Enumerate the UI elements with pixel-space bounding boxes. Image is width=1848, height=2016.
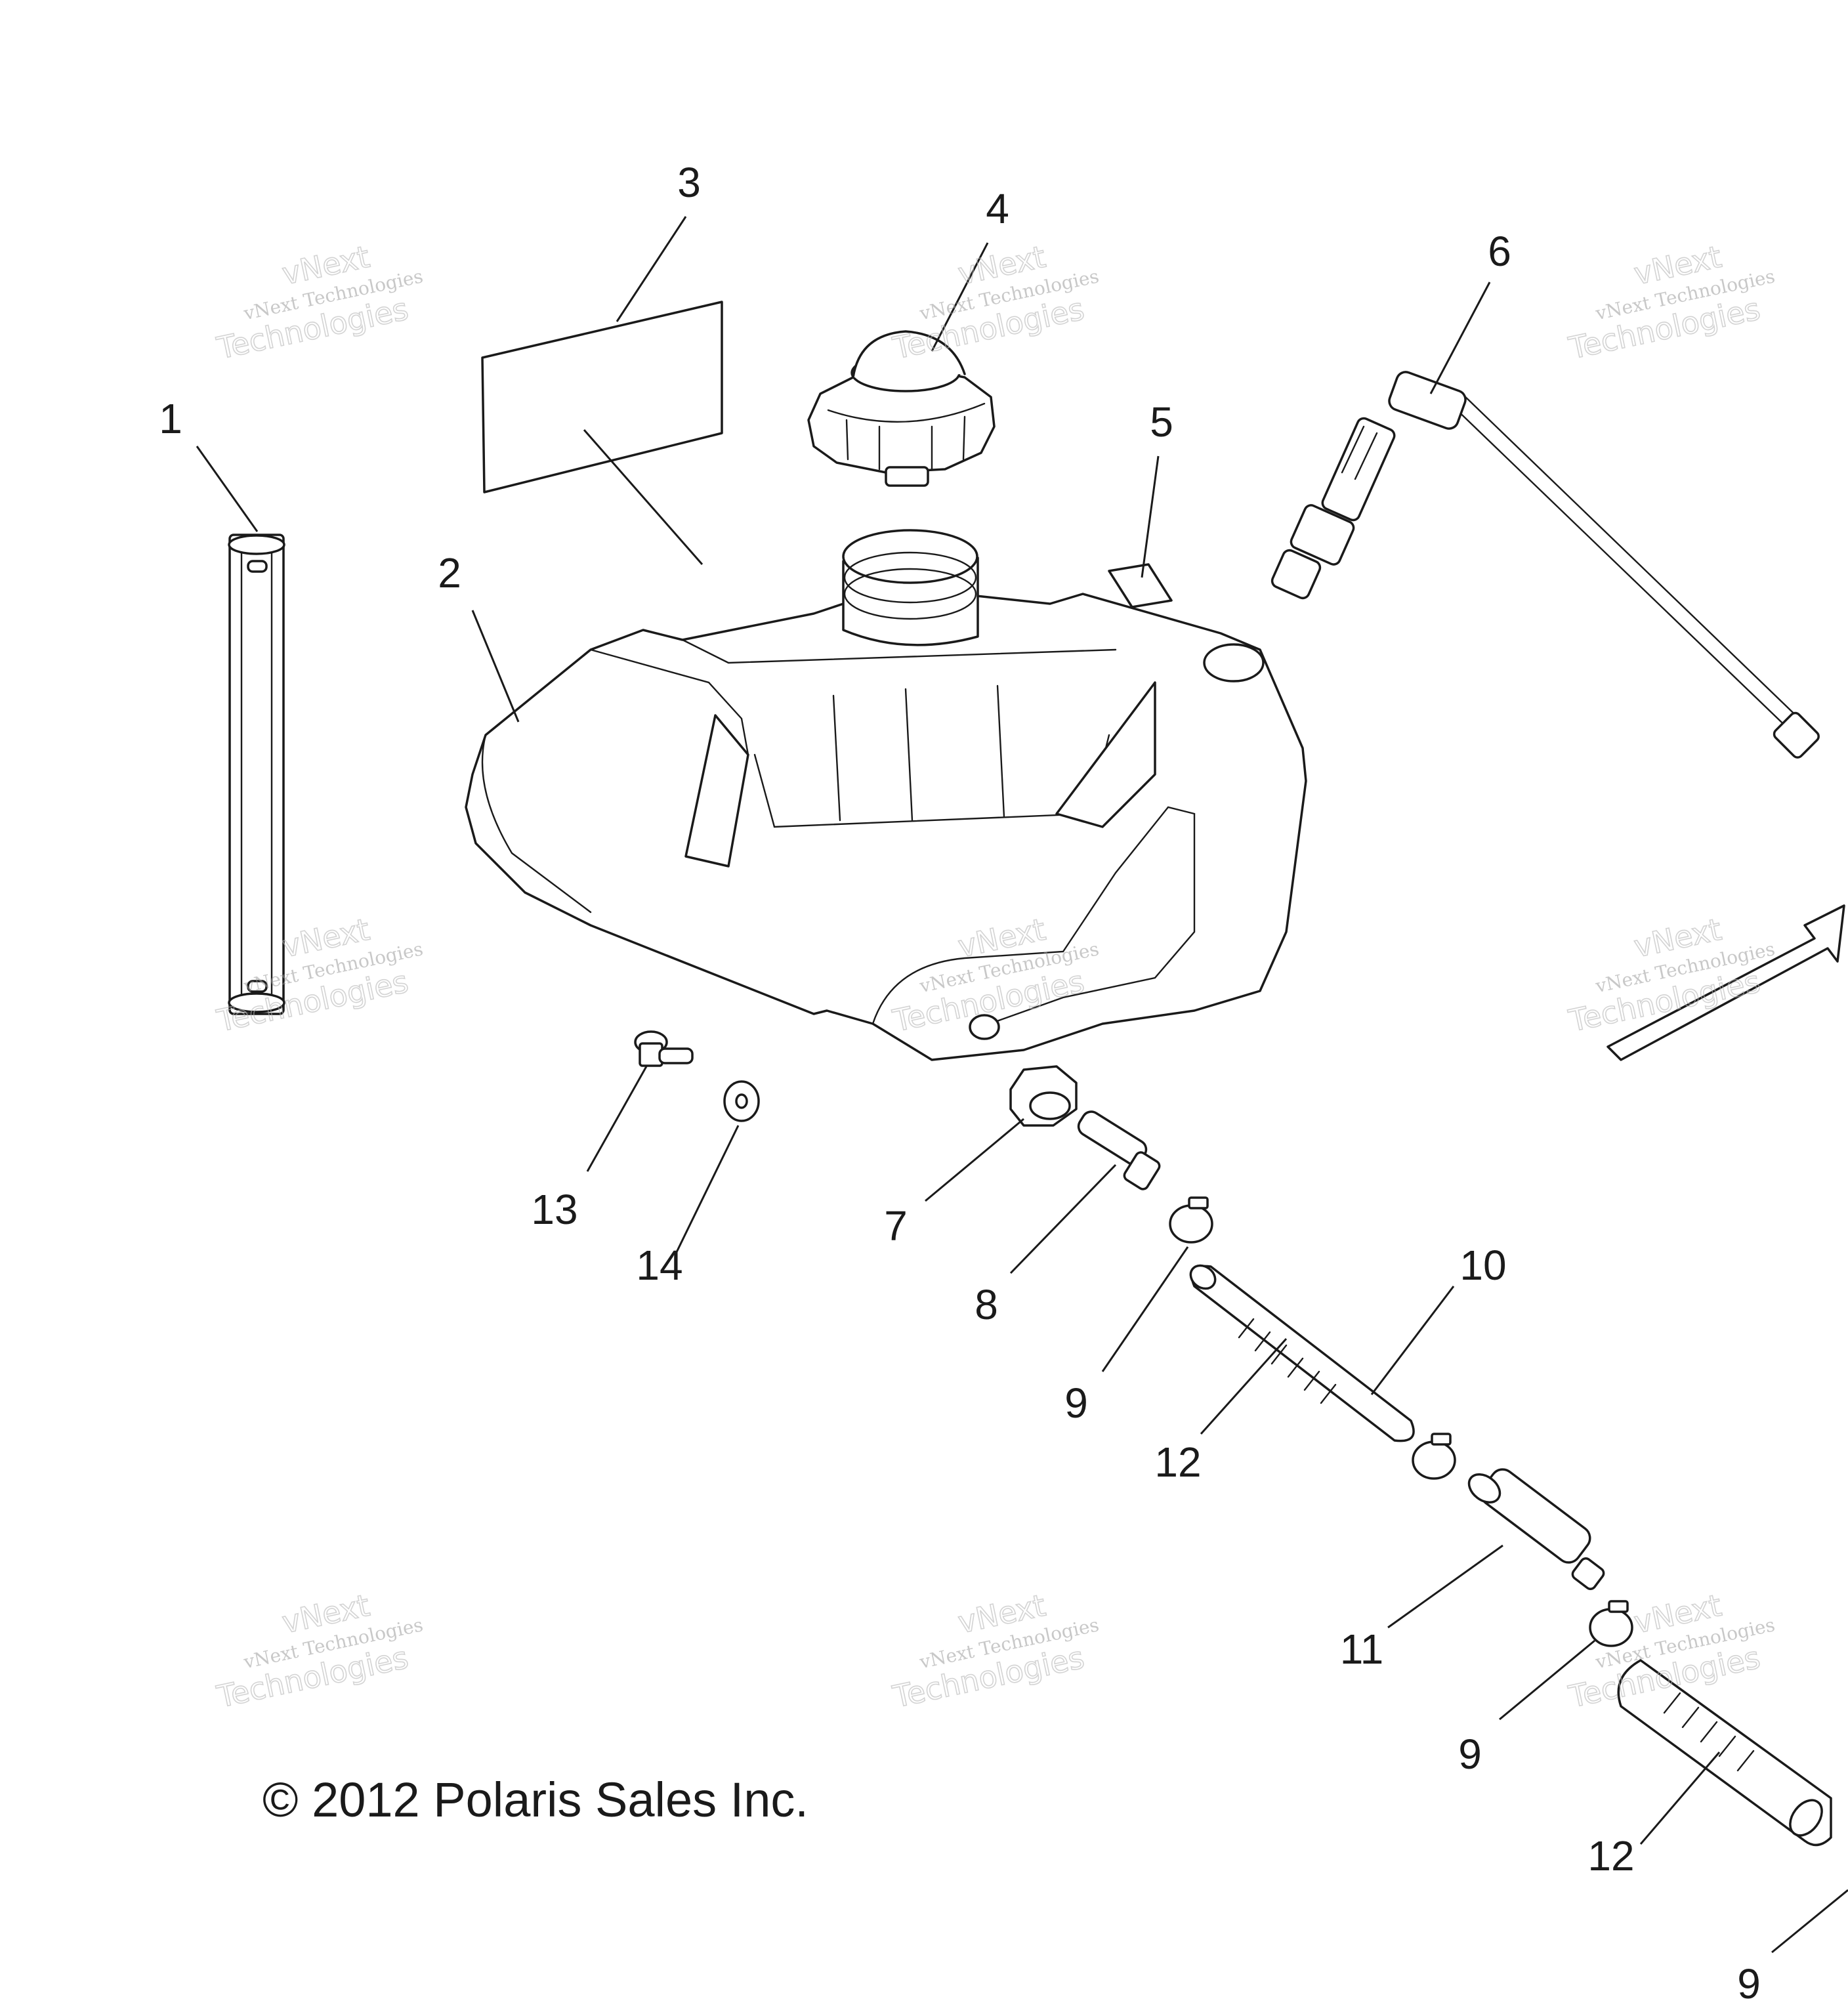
- part-6-fuel-gauge-sender: [1270, 371, 1820, 759]
- part-9-clamp-c: [1589, 1600, 1633, 1647]
- part-4-fuel-cap: [807, 330, 996, 487]
- front-direction-arrow-icon: [1606, 904, 1845, 1061]
- part-10-fuel-line: [1189, 1264, 1415, 1442]
- part-12-spiral-wrap-b: [1663, 1692, 1755, 1772]
- part-8-fitting: [1077, 1110, 1161, 1190]
- part-1-tank-strap: [228, 534, 285, 1015]
- callout-9: 9: [1458, 1731, 1482, 1778]
- callout-9: 9: [1737, 1960, 1761, 2007]
- callout-2: 2: [438, 549, 461, 597]
- callout-14: 14: [636, 1242, 682, 1289]
- part-9-clamp-a: [1169, 1196, 1213, 1244]
- callout-1: 1: [159, 395, 182, 442]
- part-9-clamp-b: [1412, 1433, 1456, 1480]
- callout-13: 13: [531, 1186, 578, 1233]
- part-2-fuel-tank: [465, 529, 1307, 1061]
- part-11-inline-filter: [1467, 1468, 1605, 1590]
- callout-3: 3: [677, 159, 701, 206]
- callout-7: 7: [884, 1202, 908, 1250]
- part-5-small-decal: [1108, 563, 1173, 608]
- callout-6: 6: [1488, 228, 1511, 275]
- callout-12: 12: [1587, 1832, 1634, 1880]
- callout-4: 4: [986, 185, 1009, 232]
- part-13-bolt: [634, 1030, 694, 1067]
- part-7-grommet: [1009, 1065, 1078, 1127]
- callout-12: 12: [1154, 1438, 1201, 1486]
- callout-11: 11: [1340, 1626, 1383, 1673]
- callout-9: 9: [1064, 1379, 1088, 1427]
- part-10-fuel-line-lower: [1617, 1659, 1832, 1847]
- callout-10: 10: [1460, 1242, 1506, 1289]
- part-14-washer: [723, 1080, 760, 1122]
- callout-5: 5: [1150, 398, 1173, 446]
- callout-8: 8: [975, 1281, 998, 1328]
- part-12-spiral-wrap-a: [1238, 1318, 1337, 1404]
- copyright-text: © 2012 Polaris Sales Inc.: [262, 1773, 808, 1827]
- part-3-decal: [481, 301, 723, 494]
- leader-lines: [196, 216, 1848, 1954]
